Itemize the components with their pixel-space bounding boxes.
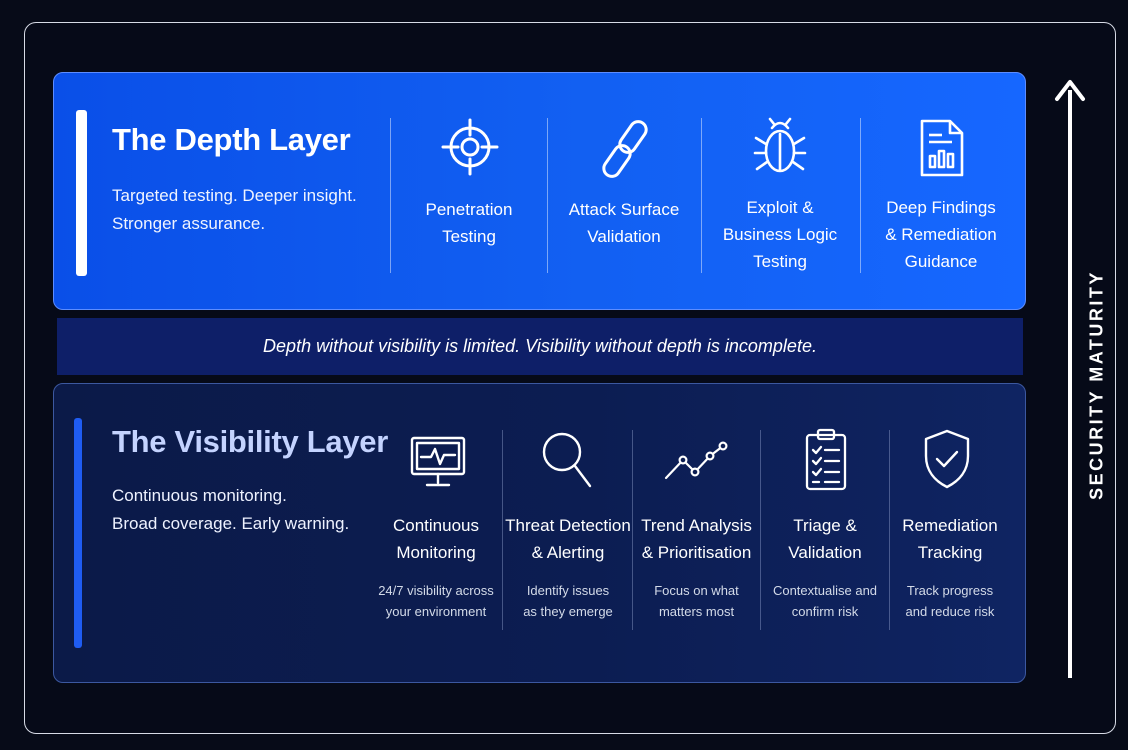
visibility-item-label: Continuous Monitoring <box>392 516 479 562</box>
depth-layer-subtitle: Targeted testing. Deeper insight. Strong… <box>112 186 357 233</box>
depth-layer-title: The Depth Layer <box>112 122 351 157</box>
monitor-pulse-icon <box>409 434 467 497</box>
visibility-item-label: Remediation Tracking <box>902 516 998 562</box>
banner-text: Depth without visibility is limited. Vis… <box>263 336 817 356</box>
maturity-arrow-shaft <box>1068 90 1072 678</box>
arrow-up-icon <box>1054 78 1086 107</box>
report-document-icon <box>918 118 966 183</box>
divider <box>632 430 633 630</box>
visibility-item-description: Focus on what matters most <box>654 583 739 619</box>
clipboard-checklist-icon <box>804 428 848 497</box>
chain-link-icon <box>597 118 655 185</box>
depth-item-label: Attack Surface Validation <box>568 200 680 246</box>
divider <box>701 118 702 273</box>
divider <box>889 430 890 630</box>
depth-layer-panel <box>53 72 1026 310</box>
visibility-item-description: 24/7 visibility across your environment <box>378 583 494 619</box>
visibility-item-label: Threat Detection & Alerting <box>505 516 631 562</box>
depth-item-label: Exploit & Business Logic Testing <box>722 198 838 271</box>
shield-check-icon <box>922 428 972 495</box>
visibility-layer-panel <box>53 383 1026 683</box>
bug-icon <box>751 116 809 183</box>
divider <box>860 118 861 273</box>
crosshair-icon <box>441 118 499 181</box>
trend-line-icon <box>662 440 728 489</box>
visibility-accent-bar <box>74 418 82 648</box>
divider <box>502 430 503 630</box>
depth-item-label: Penetration Testing <box>425 200 513 246</box>
visibility-item-description: Track progress and reduce risk <box>905 583 995 619</box>
depth-item-label: Deep Findings & Remediation Guidance <box>885 198 997 271</box>
depth-accent-bar <box>76 110 87 276</box>
divider <box>760 430 761 630</box>
visibility-item-description: Identify issues as they emerge <box>523 583 613 619</box>
visibility-item-label: Trend Analysis & Prioritisation <box>641 516 752 562</box>
security-maturity-label: SECURITY MATURITY <box>1086 270 1107 500</box>
divider <box>390 118 391 273</box>
divider <box>547 118 548 273</box>
visibility-item-description: Contextualise and confirm risk <box>772 583 878 619</box>
visibility-layer-title: The Visibility Layer <box>112 424 388 459</box>
statement-banner: Depth without visibility is limited. Vis… <box>57 318 1023 375</box>
visibility-layer-subtitle: Continuous monitoring. Broad coverage. E… <box>112 486 350 533</box>
magnifier-icon <box>540 430 596 495</box>
visibility-item-label: Triage & Validation <box>788 516 862 562</box>
